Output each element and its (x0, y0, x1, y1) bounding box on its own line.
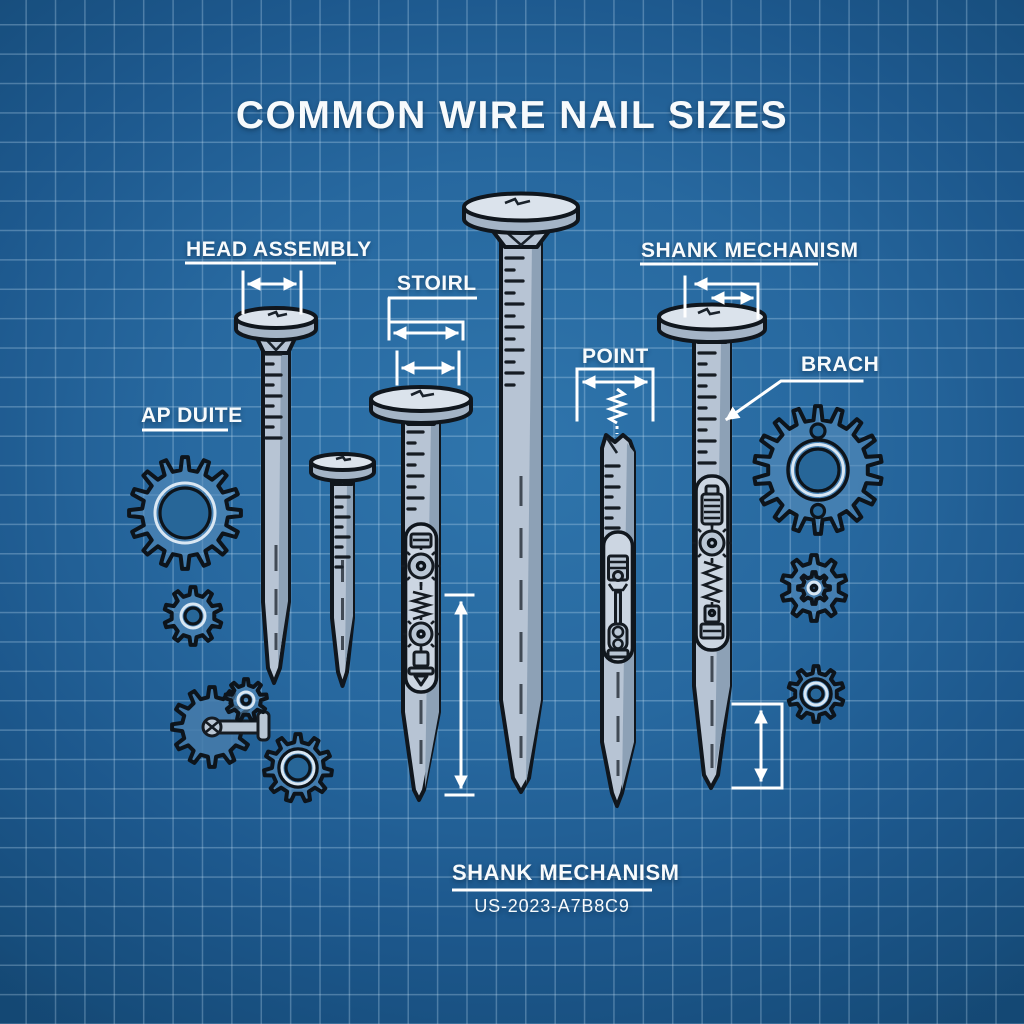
gear-tiny-left (223, 677, 269, 723)
nail-1-flat-head (234, 306, 318, 685)
gear-medium-right (779, 553, 849, 623)
underlines (142, 261, 818, 892)
dim-head-assembly-width (241, 270, 303, 315)
label-shank-mechanism-bottom: SHANK MECHANISM (452, 860, 680, 885)
label-point: POINT (582, 345, 649, 368)
dim-nail6-length-bracket (731, 702, 784, 790)
gear-large-right (752, 404, 884, 536)
page-title: COMMON WIRE NAIL SIZES (235, 94, 789, 137)
dim-stoirl-widths (387, 297, 465, 386)
label-head-assembly: HEAD ASSEMBLY (186, 238, 372, 261)
nail-3-cutaway-gears (369, 385, 473, 802)
gear-small-right (786, 664, 846, 724)
label-serial-number: US-2023-A7B8C9 (474, 896, 630, 916)
gear-small-left (162, 585, 224, 647)
nail-2-small (309, 452, 376, 688)
label-ap-duite: AP DUITE (141, 404, 243, 427)
dim-point-bracket (575, 367, 655, 434)
label-brach: BRACH (801, 353, 880, 376)
label-stoirl: STOIRL (397, 272, 477, 295)
dim-shank-mechanism-top (683, 275, 760, 320)
ring-gear-left (262, 732, 334, 804)
nail-5-headless-piston (600, 433, 636, 808)
dim-nail3-length (444, 593, 475, 797)
dim-brach-leader (724, 379, 864, 422)
gear-large-left (127, 455, 243, 571)
nail-6-cutaway-spring (657, 302, 767, 790)
label-shank-mechanism-top: SHANK MECHANISM (641, 239, 859, 262)
nail-4-tall (462, 191, 580, 794)
